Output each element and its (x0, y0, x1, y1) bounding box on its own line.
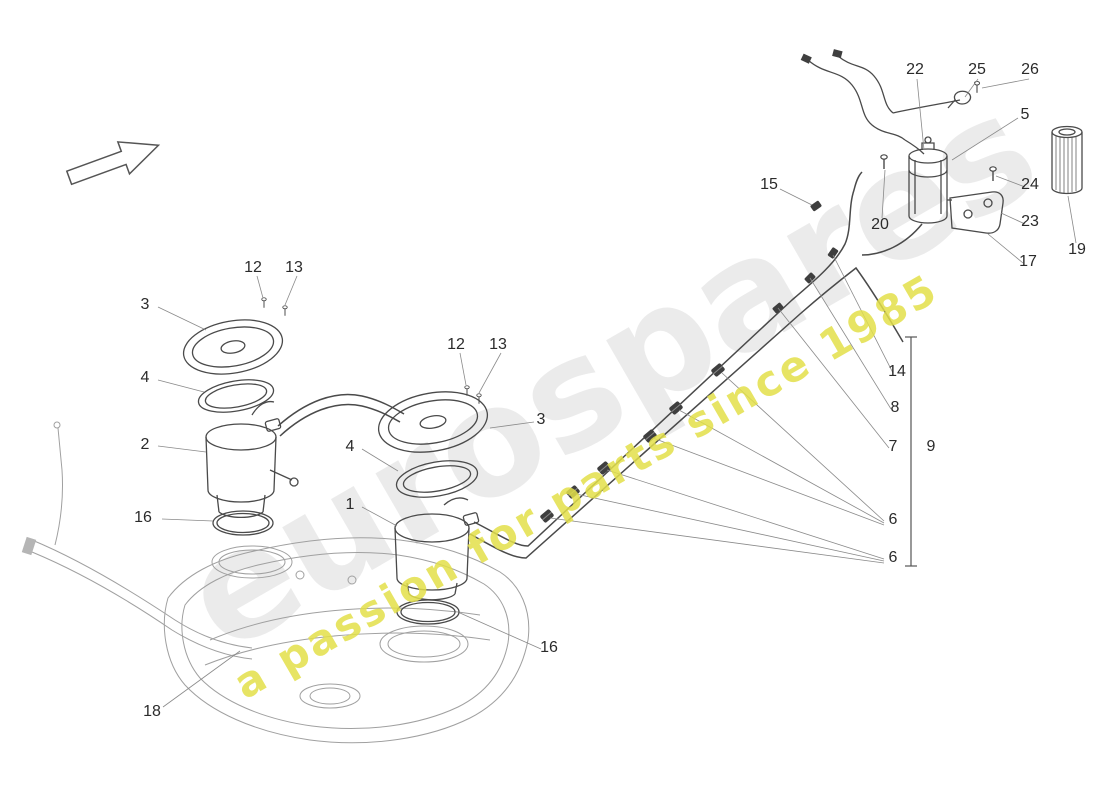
pump-middle-lid (377, 391, 489, 453)
filter-cartridge (1051, 125, 1083, 195)
callout-12-mid: 12 (447, 336, 465, 353)
callout-9: 9 (926, 438, 936, 455)
harness-clamp (947, 90, 972, 109)
callout-16-left: 16 (134, 509, 152, 526)
callout-3-mid: 3 (536, 411, 546, 428)
callout-12-left: 12 (244, 259, 262, 276)
callout-17: 17 (1019, 253, 1037, 270)
leader-lines (157, 78, 1077, 708)
group-bracket-9 (905, 336, 917, 567)
pump-module-middle (377, 385, 489, 625)
filter-bracket (947, 191, 1004, 234)
callout-6-lower: 6 (888, 549, 898, 566)
callout-26: 26 (1021, 61, 1039, 78)
callout-23: 23 (1021, 213, 1039, 230)
callout-19: 19 (1068, 241, 1086, 258)
pump-left-lid (182, 319, 284, 375)
callout-3-left: 3 (140, 296, 150, 313)
fuel-lines (277, 171, 923, 559)
direction-arrow-icon (65, 141, 161, 186)
watermark-brand-text: eurospares (156, 61, 1064, 686)
callout-13-left: 13 (285, 259, 303, 276)
callout-24: 24 (1021, 176, 1039, 193)
pump-left-body (205, 400, 299, 519)
pump-left-oring (212, 510, 274, 536)
callout-16-mid: 16 (540, 639, 558, 656)
wiring-harness (800, 49, 961, 155)
callout-2: 2 (140, 436, 150, 453)
watermark-brand: eurospares (156, 61, 1064, 686)
callout-15: 15 (760, 176, 778, 193)
callout-1: 1 (345, 496, 355, 513)
pump-middle-gasket (395, 460, 479, 498)
callout-4-left: 4 (140, 369, 150, 386)
callout-18: 18 (143, 703, 161, 720)
pump-middle-oring (396, 599, 460, 625)
callout-8: 8 (890, 399, 900, 416)
callout-5: 5 (1020, 106, 1030, 123)
pump-module-left (182, 297, 299, 536)
fuel-filter-canister (908, 136, 948, 224)
callout-22: 22 (906, 61, 924, 78)
callout-20: 20 (871, 216, 889, 233)
pump-left-gasket (197, 379, 275, 413)
callout-14: 14 (888, 363, 906, 380)
callout-25: 25 (968, 61, 986, 78)
callout-13-mid: 13 (489, 336, 507, 353)
callout-6-upper: 6 (888, 511, 898, 528)
callout-4-mid: 4 (345, 438, 355, 455)
callout-7: 7 (888, 438, 898, 455)
filter-assembly (800, 49, 1083, 234)
